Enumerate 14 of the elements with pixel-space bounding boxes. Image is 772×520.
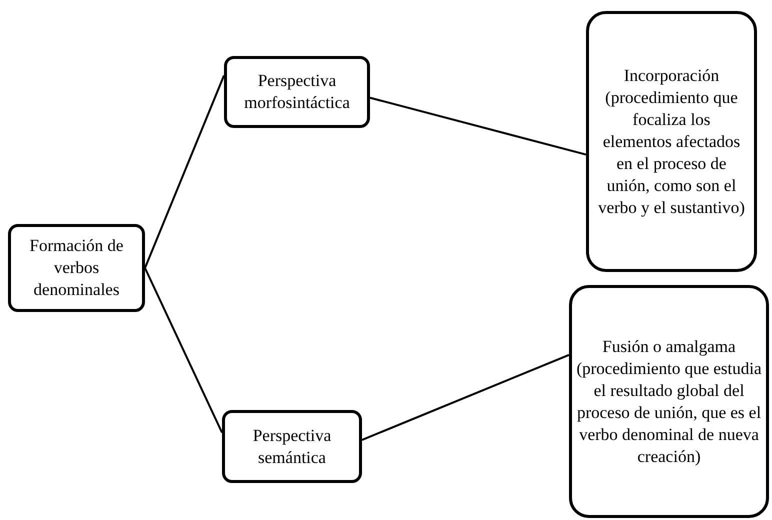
box-text: Fusión o amalgama (procedimiento que estudia el resultado global del proceso de unión, que es el verbo denominal de nueva creación)	[576, 336, 762, 468]
connector-line	[370, 96, 586, 156]
connector-line	[144, 268, 223, 434]
text-box	[586, 11, 757, 272]
box-text: Perspectiva semántica	[252, 424, 332, 468]
text-box	[222, 410, 362, 483]
text-box	[224, 56, 370, 128]
box-text: Incorporación (procedimiento que focaliza los elementos afectados en el proceso de unión, como son el verbo y el sustantivo)	[597, 64, 746, 218]
text-box	[8, 224, 145, 312]
box-text: Formación de verbos denominales	[28, 235, 124, 301]
connector-line	[362, 354, 570, 441]
box-text: Perspectiva morfosintáctica	[243, 70, 351, 114]
connector-line	[144, 75, 225, 268]
text-box	[569, 285, 769, 518]
